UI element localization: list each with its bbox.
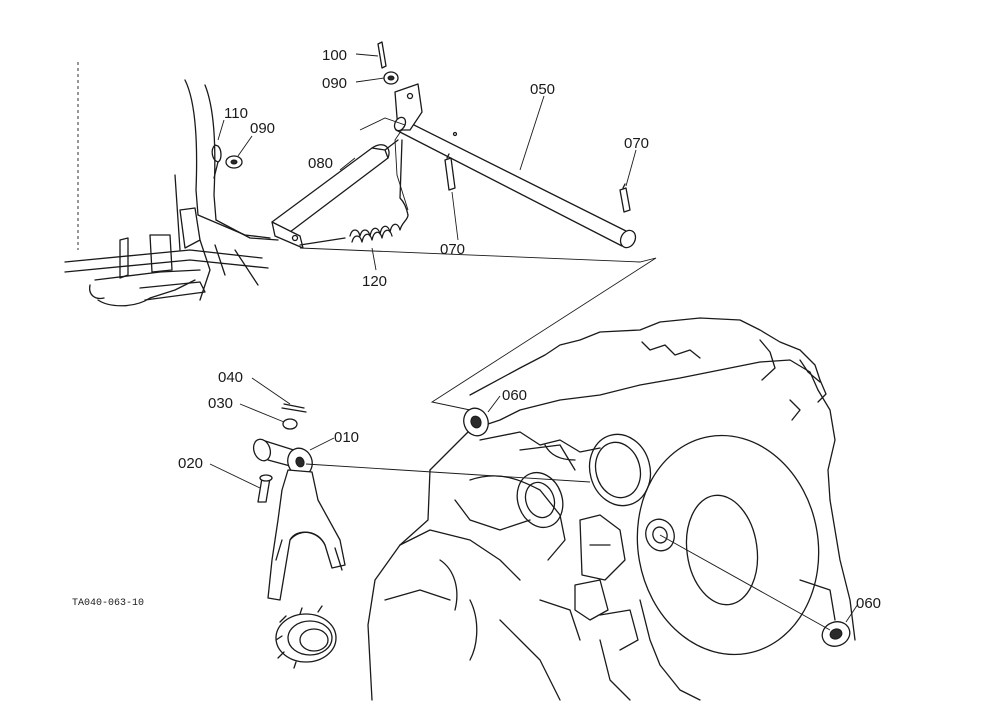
- label-080: 080: [308, 155, 333, 172]
- assembly-plane-outline: [299, 117, 657, 411]
- label-100: 100: [322, 47, 347, 64]
- label-060-upper: 060: [502, 387, 527, 404]
- label-110: 110: [224, 105, 248, 122]
- lever-080: [271, 139, 399, 249]
- frame-bracket-assembly: [64, 62, 279, 307]
- washer-090-top: [383, 71, 399, 85]
- label-090-left: 090: [250, 120, 275, 137]
- pin-100: [377, 41, 387, 69]
- shaft-050: [393, 83, 637, 249]
- bearing-060-lower: [821, 621, 851, 647]
- label-090-top: 090: [322, 75, 347, 92]
- label-070-left: 070: [440, 241, 465, 258]
- label-060-lower: 060: [856, 595, 881, 612]
- bolt-020: [257, 474, 273, 503]
- spring-120: [299, 139, 409, 246]
- drawing-code: TA040-063-10: [72, 598, 144, 609]
- label-030: 030: [208, 395, 233, 412]
- shift-fork-010: [252, 438, 346, 601]
- label-020: 020: [178, 455, 203, 472]
- pin-070-right: [619, 183, 631, 213]
- label-010: 010: [334, 429, 359, 446]
- washer-090-left: [225, 155, 243, 169]
- part-labels: 100 090 110 090 080 050 070 070 120 040 …: [72, 47, 881, 612]
- label-040: 040: [218, 369, 243, 386]
- label-050: 050: [530, 81, 555, 98]
- release-bearing: [275, 605, 337, 669]
- leader-lines: [209, 53, 859, 623]
- bearing-axis-line: [659, 534, 831, 631]
- label-120: 120: [362, 273, 387, 290]
- pin-040: [281, 403, 307, 413]
- transmission-case: [367, 317, 856, 701]
- pin-070-left: [444, 153, 456, 191]
- washer-030: [282, 418, 298, 430]
- split-pin-110: [211, 144, 222, 179]
- label-070-right: 070: [624, 135, 649, 152]
- fork-axis-line: [305, 463, 591, 483]
- bearing-060-upper: [463, 407, 489, 437]
